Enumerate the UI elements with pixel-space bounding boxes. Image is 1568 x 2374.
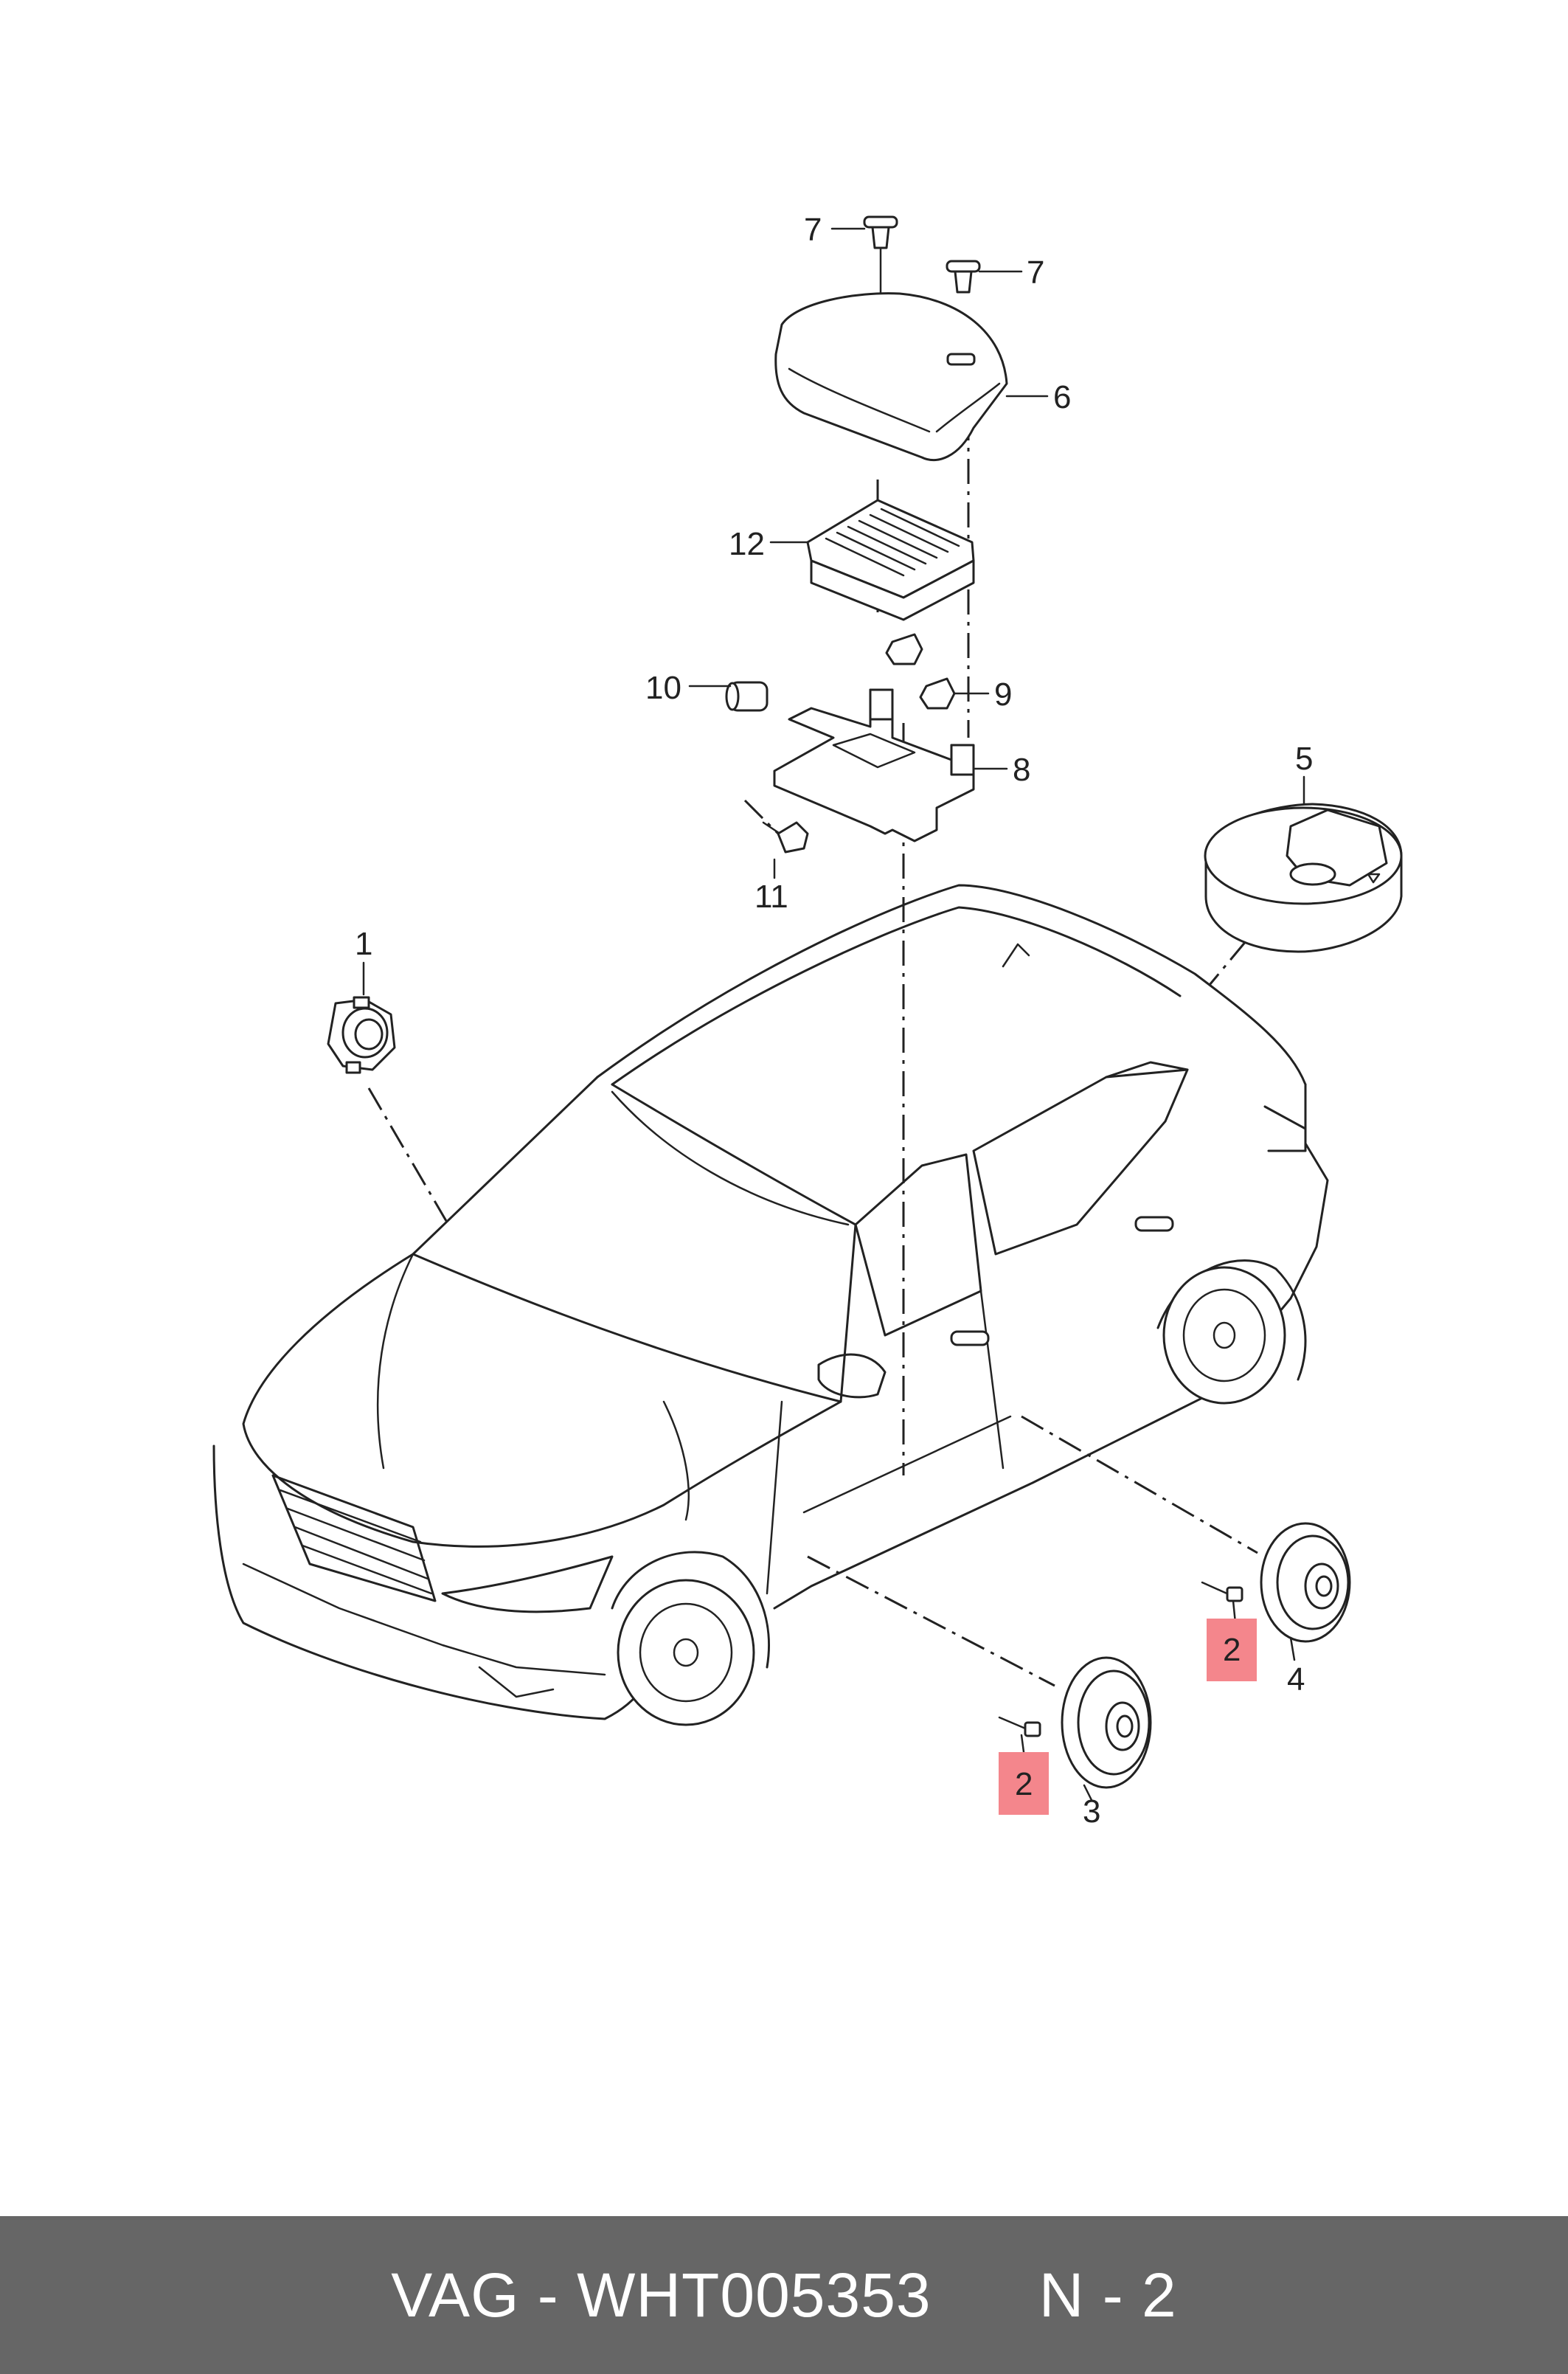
callout-2-highlight-rear (1207, 1619, 1257, 1681)
part-12-amplifier (806, 499, 975, 621)
callout-1: 1 (355, 926, 372, 962)
callout-2-rear: 2 (1223, 1632, 1241, 1668)
callout-5: 5 (1295, 741, 1313, 777)
callout-labels: 7 7 6 12 10 9 8 11 1 5 2 2 3 4 (355, 212, 1313, 1830)
callout-7-right: 7 (1027, 255, 1044, 291)
part-4-door-speaker-rear (1260, 1522, 1351, 1643)
part-2-screw-front (998, 1716, 1041, 1737)
callout-leaders (362, 227, 1305, 1802)
car-body (212, 884, 1329, 1726)
part-11-screw (762, 821, 809, 854)
callout-4: 4 (1287, 1661, 1305, 1698)
footer-gap (932, 2260, 1039, 2331)
callout-12: 12 (729, 526, 765, 562)
part-7-clip-left (863, 215, 898, 297)
part-8-bracket (773, 688, 975, 842)
callout-11: 11 (754, 879, 788, 915)
part-7-clip-right (946, 260, 981, 294)
footer-part-number: WHT005353 (577, 2260, 932, 2330)
callout-7-left: 7 (804, 212, 822, 248)
part-10-spacer (725, 681, 769, 712)
callout-10: 10 (645, 670, 681, 706)
part-9-nut-right (919, 677, 956, 710)
callout-9: 9 (994, 676, 1012, 713)
callout-3: 3 (1083, 1793, 1100, 1830)
leader-lines (367, 328, 1258, 1687)
part-info-footer: VAG - WHT005353 N - 2 (0, 2216, 1568, 2374)
footer-brand: VAG (391, 2260, 520, 2330)
callout-2-highlight-front (999, 1752, 1049, 1815)
part-9-nut-left (885, 633, 923, 665)
part-6-cover (774, 292, 1008, 462)
footer-separator: - (519, 2260, 577, 2330)
part-2-screw-rear (1201, 1581, 1243, 1602)
part-1-tweeter (327, 996, 396, 1074)
callout-8: 8 (1013, 752, 1030, 788)
part-3-door-speaker-front (1061, 1656, 1152, 1789)
callout-2-front: 2 (1015, 1766, 1033, 1802)
callout-6: 6 (1053, 379, 1071, 415)
footer-position: N - 2 (1038, 2260, 1177, 2330)
part-5-subwoofer (1204, 803, 1403, 953)
parts-diagram: 7 7 6 12 10 9 8 11 1 5 2 2 3 4 (212, 212, 1403, 1830)
